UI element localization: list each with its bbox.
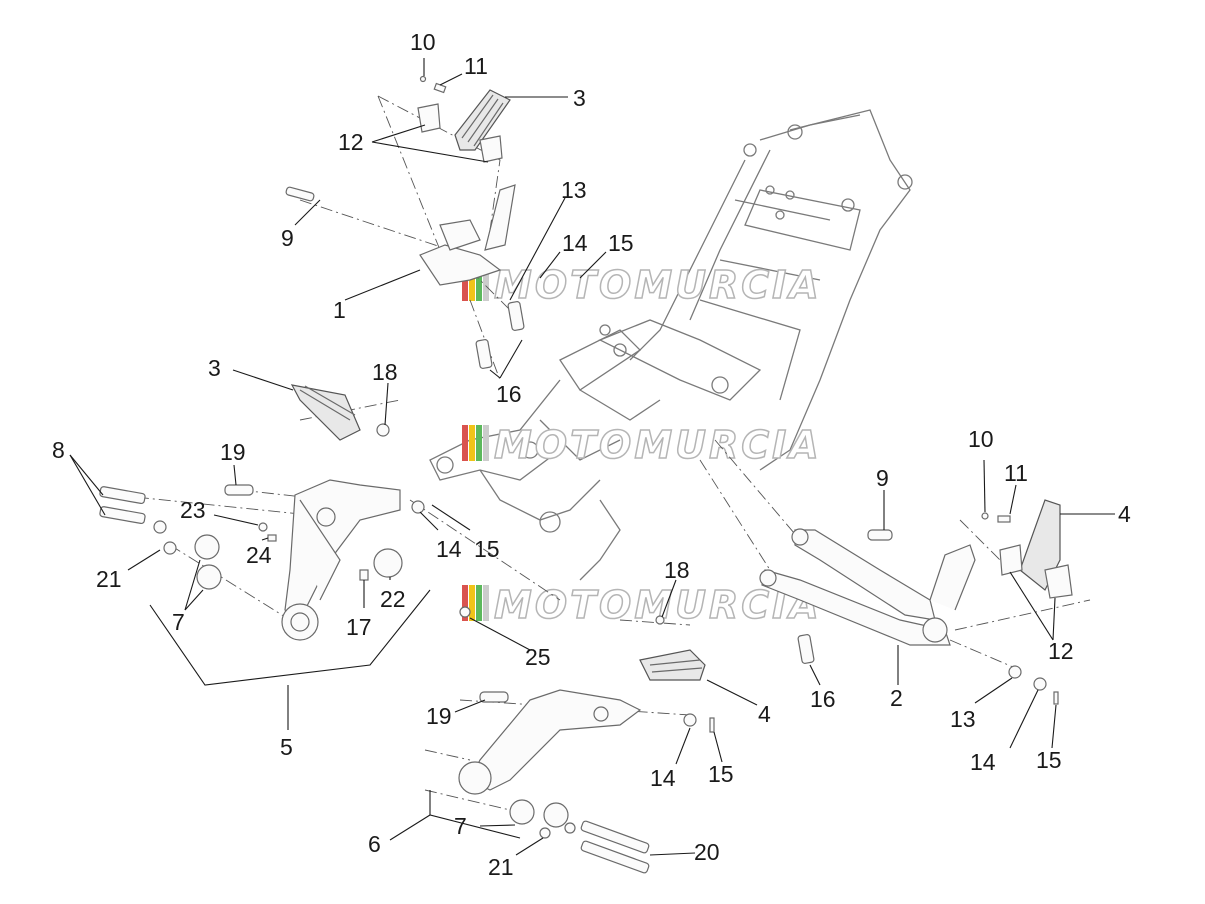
callout-12: 12 — [1048, 638, 1074, 664]
left-footpeg-bracket-group — [99, 384, 561, 641]
callout-19: 19 — [426, 703, 452, 729]
watermark-bottom: MOTOMURCIA — [462, 582, 819, 628]
callout-labels: 10 11 3 12 9 13 14 15 1 16 3 18 19 8 23 … — [52, 29, 1131, 880]
callout-3: 3 — [208, 355, 221, 381]
callout-11: 11 — [1004, 460, 1028, 486]
callout-13: 13 — [950, 706, 976, 732]
callout-14: 14 — [562, 230, 588, 256]
top-passenger-footpeg-group — [285, 75, 525, 381]
watermark-top: MOTOMURCIA — [462, 262, 822, 308]
callout-21: 21 — [488, 854, 514, 880]
callout-11: 11 — [464, 53, 488, 79]
watermark-text: MOTOMURCIA — [494, 423, 822, 467]
callout-9: 9 — [876, 465, 889, 491]
watermark-middle: MOTOMURCIA — [462, 422, 822, 468]
callout-15: 15 — [1036, 747, 1062, 773]
callout-14: 14 — [436, 536, 462, 562]
callout-7: 7 — [172, 609, 185, 635]
main-frame — [429, 109, 913, 581]
right-footpeg-bracket-group — [699, 439, 1091, 705]
callout-9: 9 — [281, 225, 294, 251]
callout-21: 21 — [96, 566, 122, 592]
leader-lines — [69, 58, 1115, 856]
callout-18: 18 — [372, 359, 398, 385]
callout-6: 6 — [368, 831, 381, 857]
callout-17: 17 — [346, 614, 372, 640]
callout-15: 15 — [474, 536, 500, 562]
callout-14: 14 — [970, 749, 996, 775]
callout-10: 10 — [968, 426, 994, 452]
callout-15: 15 — [708, 761, 734, 787]
callout-15: 15 — [608, 230, 634, 256]
watermark-text: MOTOMURCIA — [494, 263, 822, 307]
callout-19: 19 — [220, 439, 246, 465]
bottom-footpeg-bracket-group — [424, 615, 715, 874]
callout-18: 18 — [664, 557, 690, 583]
callout-13: 13 — [561, 177, 587, 203]
callout-1: 1 — [333, 297, 346, 323]
callout-12: 12 — [338, 129, 364, 155]
callout-16: 16 — [496, 381, 522, 407]
callout-7: 7 — [454, 813, 467, 839]
callout-4: 4 — [758, 701, 771, 727]
callout-2: 2 — [890, 685, 903, 711]
callout-4: 4 — [1118, 501, 1131, 527]
callout-8: 8 — [52, 437, 65, 463]
callout-22: 22 — [380, 586, 406, 612]
callout-20: 20 — [694, 839, 720, 865]
callout-16: 16 — [810, 686, 836, 712]
callout-3: 3 — [573, 85, 586, 111]
callout-24: 24 — [246, 542, 272, 568]
callout-10: 10 — [410, 29, 436, 55]
callout-5: 5 — [280, 734, 293, 760]
callout-23: 23 — [180, 497, 206, 523]
callout-14: 14 — [650, 765, 676, 791]
callout-25: 25 — [525, 644, 551, 670]
